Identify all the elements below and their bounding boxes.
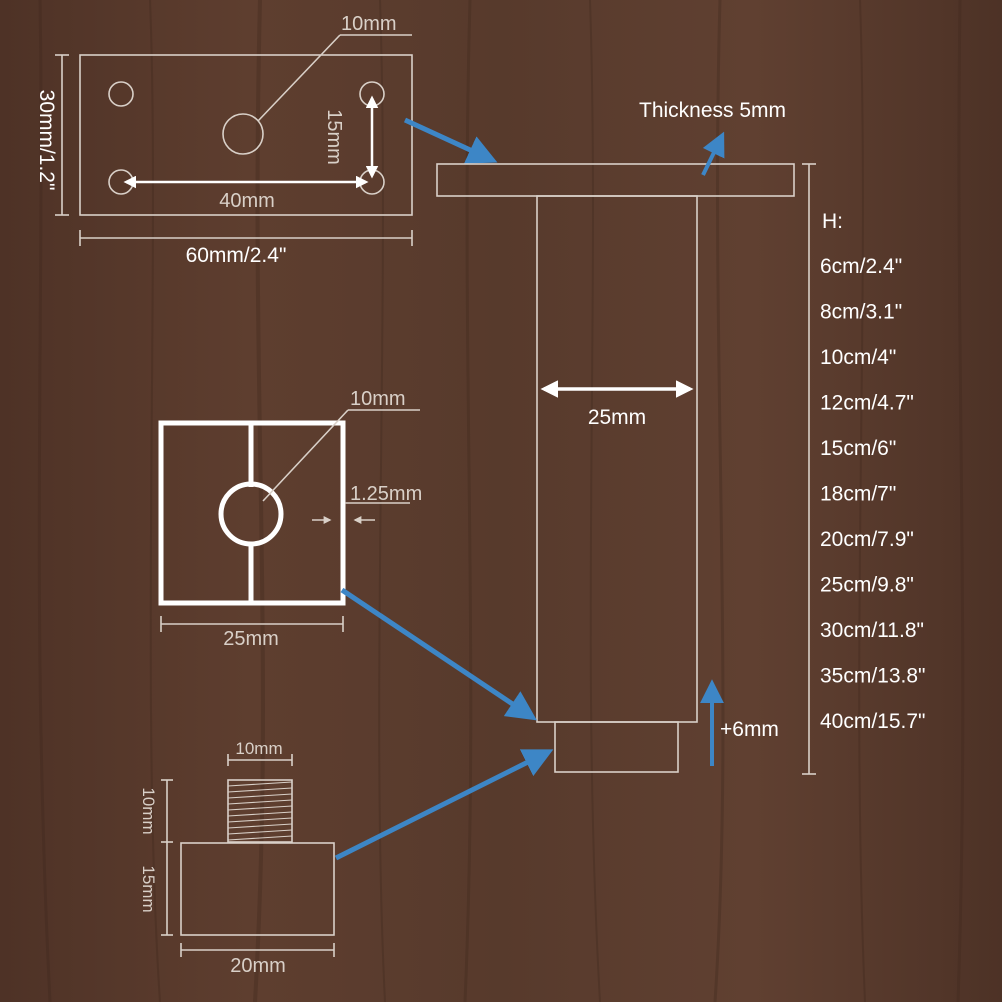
- top-plate-drawing: [55, 34, 413, 246]
- plate-horizontal-spacing-label: 40mm: [219, 190, 275, 212]
- foot-base: [180, 842, 335, 936]
- height-option: 12cm/4.7": [820, 392, 914, 415]
- foot-thread-width-label: 10mm: [235, 739, 282, 758]
- plate-hole-top-left: [108, 81, 134, 107]
- height-option: 8cm/3.1": [820, 301, 902, 324]
- height-option: 15cm/6": [820, 437, 896, 460]
- height-option: 10cm/4": [820, 346, 896, 369]
- plate-width-label: 60mm/2.4": [186, 244, 287, 267]
- cross-section-drawing: [158, 420, 346, 606]
- foot-thread-height-label: 10mm: [139, 787, 158, 834]
- adjuster-foot-drawing: [161, 754, 335, 957]
- top-plate-outline: [79, 54, 413, 216]
- height-option: 6cm/2.4": [820, 255, 902, 278]
- foot-base-width-label: 20mm: [230, 955, 286, 977]
- plate-to-leg-arrow: [403, 117, 498, 164]
- plate-height-label: 30mm/1.2": [35, 90, 58, 191]
- height-option: 25cm/9.8": [820, 574, 914, 597]
- foot-base-height-label: 15mm: [139, 865, 158, 912]
- leg-foot-block: [554, 721, 679, 773]
- cross-section-hole: [218, 481, 284, 547]
- plate-vertical-spacing-label: 15mm: [323, 109, 345, 165]
- main-leg-drawing: [436, 163, 816, 775]
- thickness-label: Thickness 5mm: [639, 99, 786, 122]
- cross-section-hole-label: 10mm: [350, 388, 406, 410]
- heights-title: H:: [822, 210, 843, 233]
- wood-grain: [37, 0, 965, 1002]
- adjust-label: +6mm: [720, 718, 779, 741]
- foot-thread: [227, 779, 293, 843]
- plate-hole-label: 10mm: [341, 13, 397, 35]
- section-to-leg-arrow: [340, 587, 537, 721]
- cross-section-wall-label: 1.25mm: [350, 483, 422, 505]
- cross-section-dims: [160, 409, 420, 632]
- height-option: 18cm/7": [820, 483, 896, 506]
- height-option: 20cm/7.9": [820, 528, 914, 551]
- tube-width-label: 25mm: [588, 406, 646, 429]
- height-option: 40cm/15.7": [820, 710, 926, 733]
- cross-section-width-label: 25mm: [223, 628, 279, 650]
- height-option: 30cm/11.8": [820, 619, 924, 642]
- thickness-arrow: [701, 131, 725, 176]
- heights-list: 6cm/2.4" 8cm/3.1" 10cm/4" 12cm/4.7" 15cm/6" 1…: [820, 255, 926, 733]
- plate-center-hole: [222, 113, 264, 155]
- thread-lines: [227, 781, 293, 841]
- height-option: 35cm/13.8": [820, 665, 926, 688]
- foot-to-leg-arrow: [334, 749, 554, 861]
